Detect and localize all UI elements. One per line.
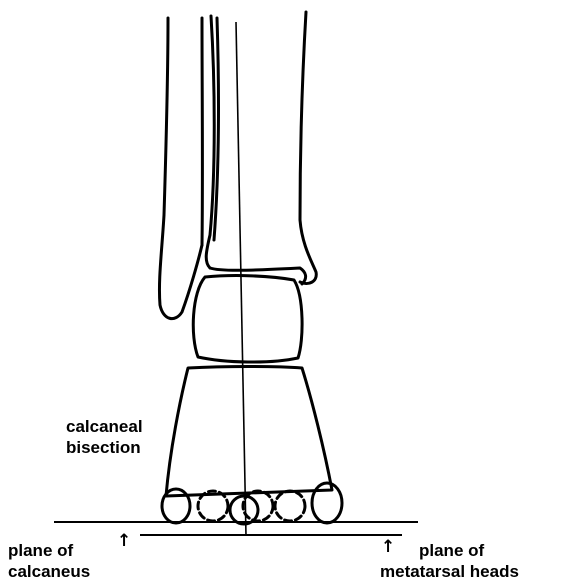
label-line: bisection <box>66 437 143 458</box>
metatarsal-heads <box>162 483 342 524</box>
label-line: calcaneus <box>8 561 90 582</box>
label-line: plane of <box>380 540 519 561</box>
up-arrow-icon: ↑ <box>117 533 131 550</box>
plane-of-metatarsal-heads-label: plane of metatarsal heads <box>380 540 519 582</box>
fibula-outline <box>159 18 202 319</box>
label-line: plane of <box>8 540 90 561</box>
calcaneus-outline <box>166 367 332 497</box>
label-line: calcaneal <box>66 416 143 437</box>
label-line: metatarsal heads <box>380 561 519 582</box>
plane-of-calcaneus-label: plane of calcaneus <box>8 540 90 582</box>
talus-outline <box>193 276 302 362</box>
bisection-line <box>236 22 246 536</box>
calcaneal-bisection-label: calcaneal bisection <box>66 416 143 458</box>
tibia-outline-left <box>206 16 214 268</box>
tibia-outline-right <box>300 12 316 284</box>
